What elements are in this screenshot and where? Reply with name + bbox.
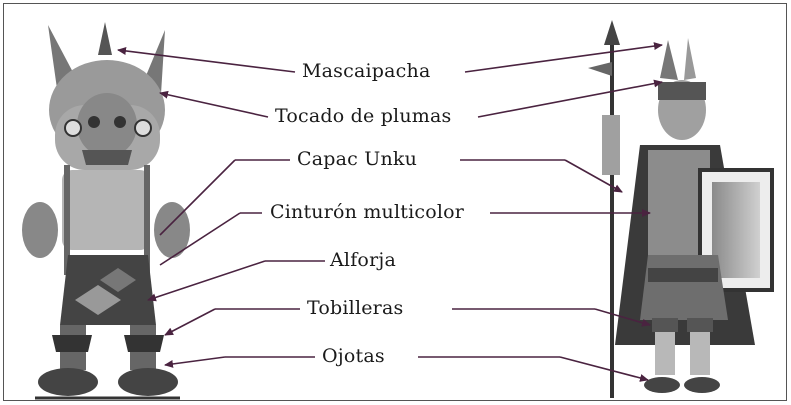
- arrow-mascaipacha-left: [118, 50, 295, 72]
- arrow-ojotas-right: [560, 357, 648, 380]
- arrow-tobilleras-left: [165, 309, 215, 335]
- arrow-alforja: [148, 261, 265, 300]
- label-mascaipacha: Mascaipacha: [302, 60, 430, 82]
- label-capac-unku: Capac Unku: [297, 148, 417, 170]
- label-tobilleras: Tobilleras: [307, 297, 403, 319]
- arrow-ojotas-left: [165, 357, 225, 365]
- arrow-tocado-left: [160, 93, 268, 117]
- label-tocado-de-plumas: Tocado de plumas: [275, 105, 451, 127]
- arrow-tocado-right: [478, 82, 662, 117]
- left-figure-illustration: [22, 22, 190, 398]
- right-figure-illustration: [588, 20, 772, 398]
- label-ojotas: Ojotas: [322, 345, 385, 367]
- label-alforja: Alforja: [330, 249, 396, 271]
- arrow-mascaipacha-right: [465, 45, 662, 72]
- label-cinturon-multicolor: Cinturón multicolor: [270, 201, 464, 223]
